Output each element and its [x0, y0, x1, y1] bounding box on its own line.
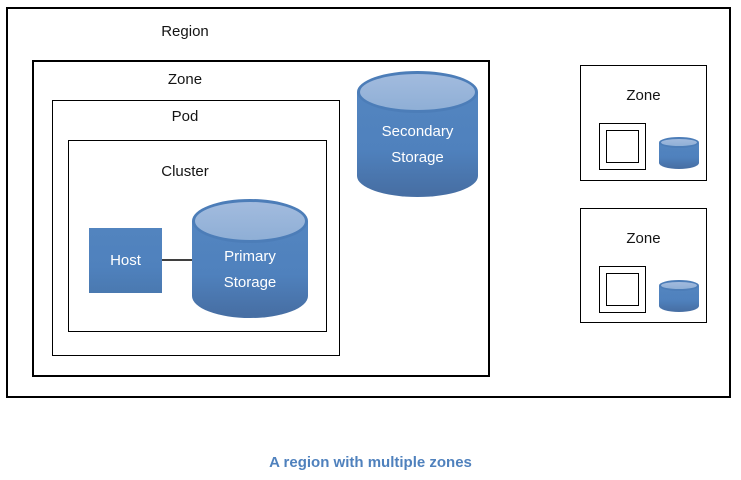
nested-squares-icon [599, 266, 646, 313]
host-label: Host [110, 252, 141, 269]
pod-label: Pod [171, 108, 199, 125]
cylinder-top-face [659, 137, 699, 148]
cluster-label: Cluster [161, 163, 209, 180]
region-label: Region [161, 23, 209, 40]
diagram-caption: A region with multiple zones [269, 454, 472, 471]
small-zone-box-top: Zone [580, 65, 707, 181]
primary-storage-cylinder: Primary Storage [192, 199, 308, 318]
host-box: Host [89, 228, 162, 293]
secondary-storage-label: Secondary Storage [381, 122, 454, 166]
cylinder-top-face [659, 280, 699, 291]
secondary-storage-cylinder: Secondary Storage [357, 71, 478, 197]
nested-squares-inner [606, 130, 639, 163]
small-storage-cylinder-icon [659, 280, 699, 312]
small-zone-box-bottom: Zone [580, 208, 707, 323]
nested-squares-inner [606, 273, 639, 306]
small-zone-bottom-label: Zone [626, 230, 661, 247]
small-storage-cylinder-icon [659, 137, 699, 169]
pod-box [52, 100, 340, 356]
cluster-box [68, 140, 327, 332]
main-zone-label: Zone [167, 71, 203, 88]
cylinder-top-face [192, 199, 308, 243]
host-storage-connector-line [162, 259, 192, 261]
main-zone-box [32, 60, 490, 377]
cylinder-top-face [357, 71, 478, 113]
region-box [6, 7, 731, 398]
small-zone-top-label: Zone [626, 87, 661, 104]
nested-squares-icon [599, 123, 646, 170]
primary-storage-label: Primary Storage [223, 247, 277, 291]
